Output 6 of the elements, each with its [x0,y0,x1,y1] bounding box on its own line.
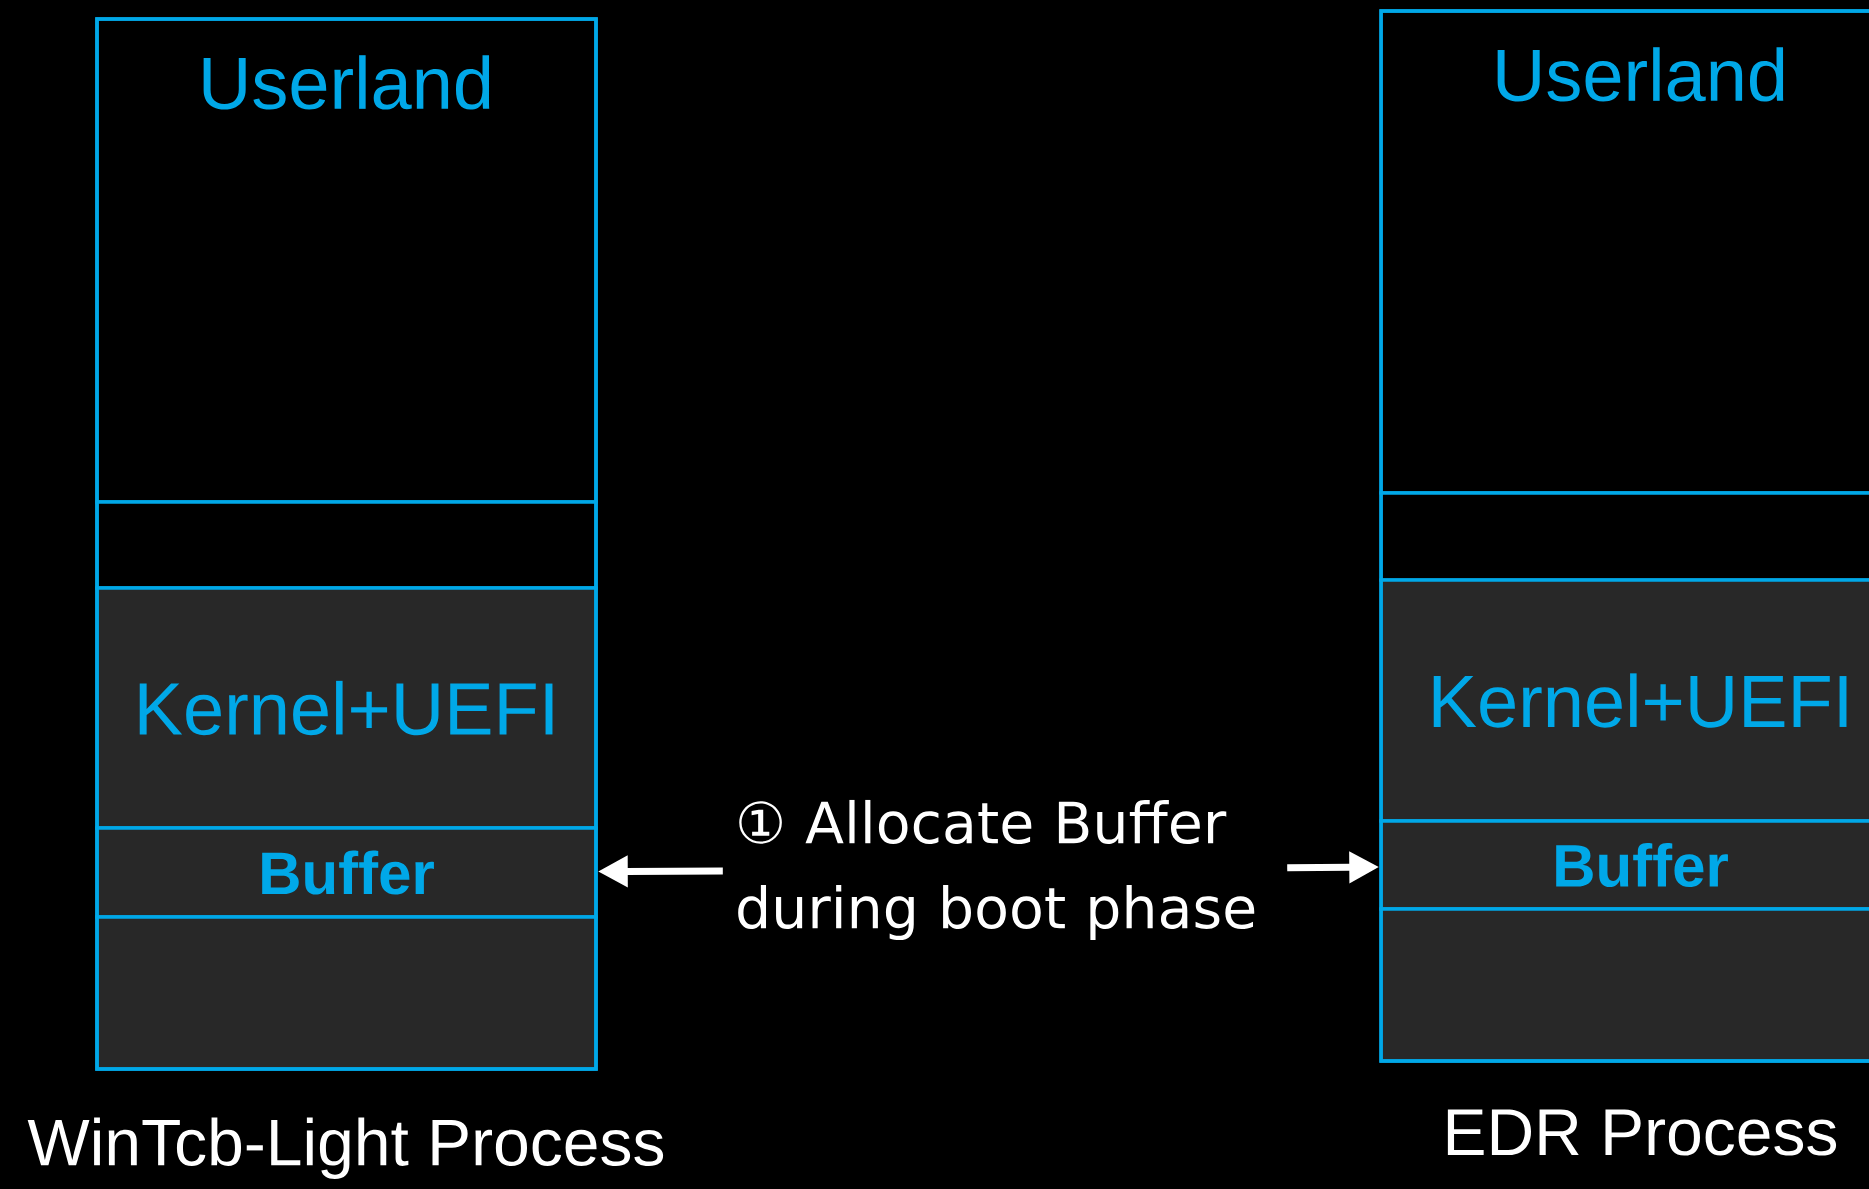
buffer-region: Buffer [1379,819,1869,911]
step-label: ① Allocate Buffer during boot phase [738,799,1255,941]
node-label: Userland [1497,47,1784,102]
buffer-region: Buffer [95,826,598,919]
node-label: EDR Process [1447,1109,1837,1156]
node-label: WinTcb-Light Process [27,1117,664,1180]
